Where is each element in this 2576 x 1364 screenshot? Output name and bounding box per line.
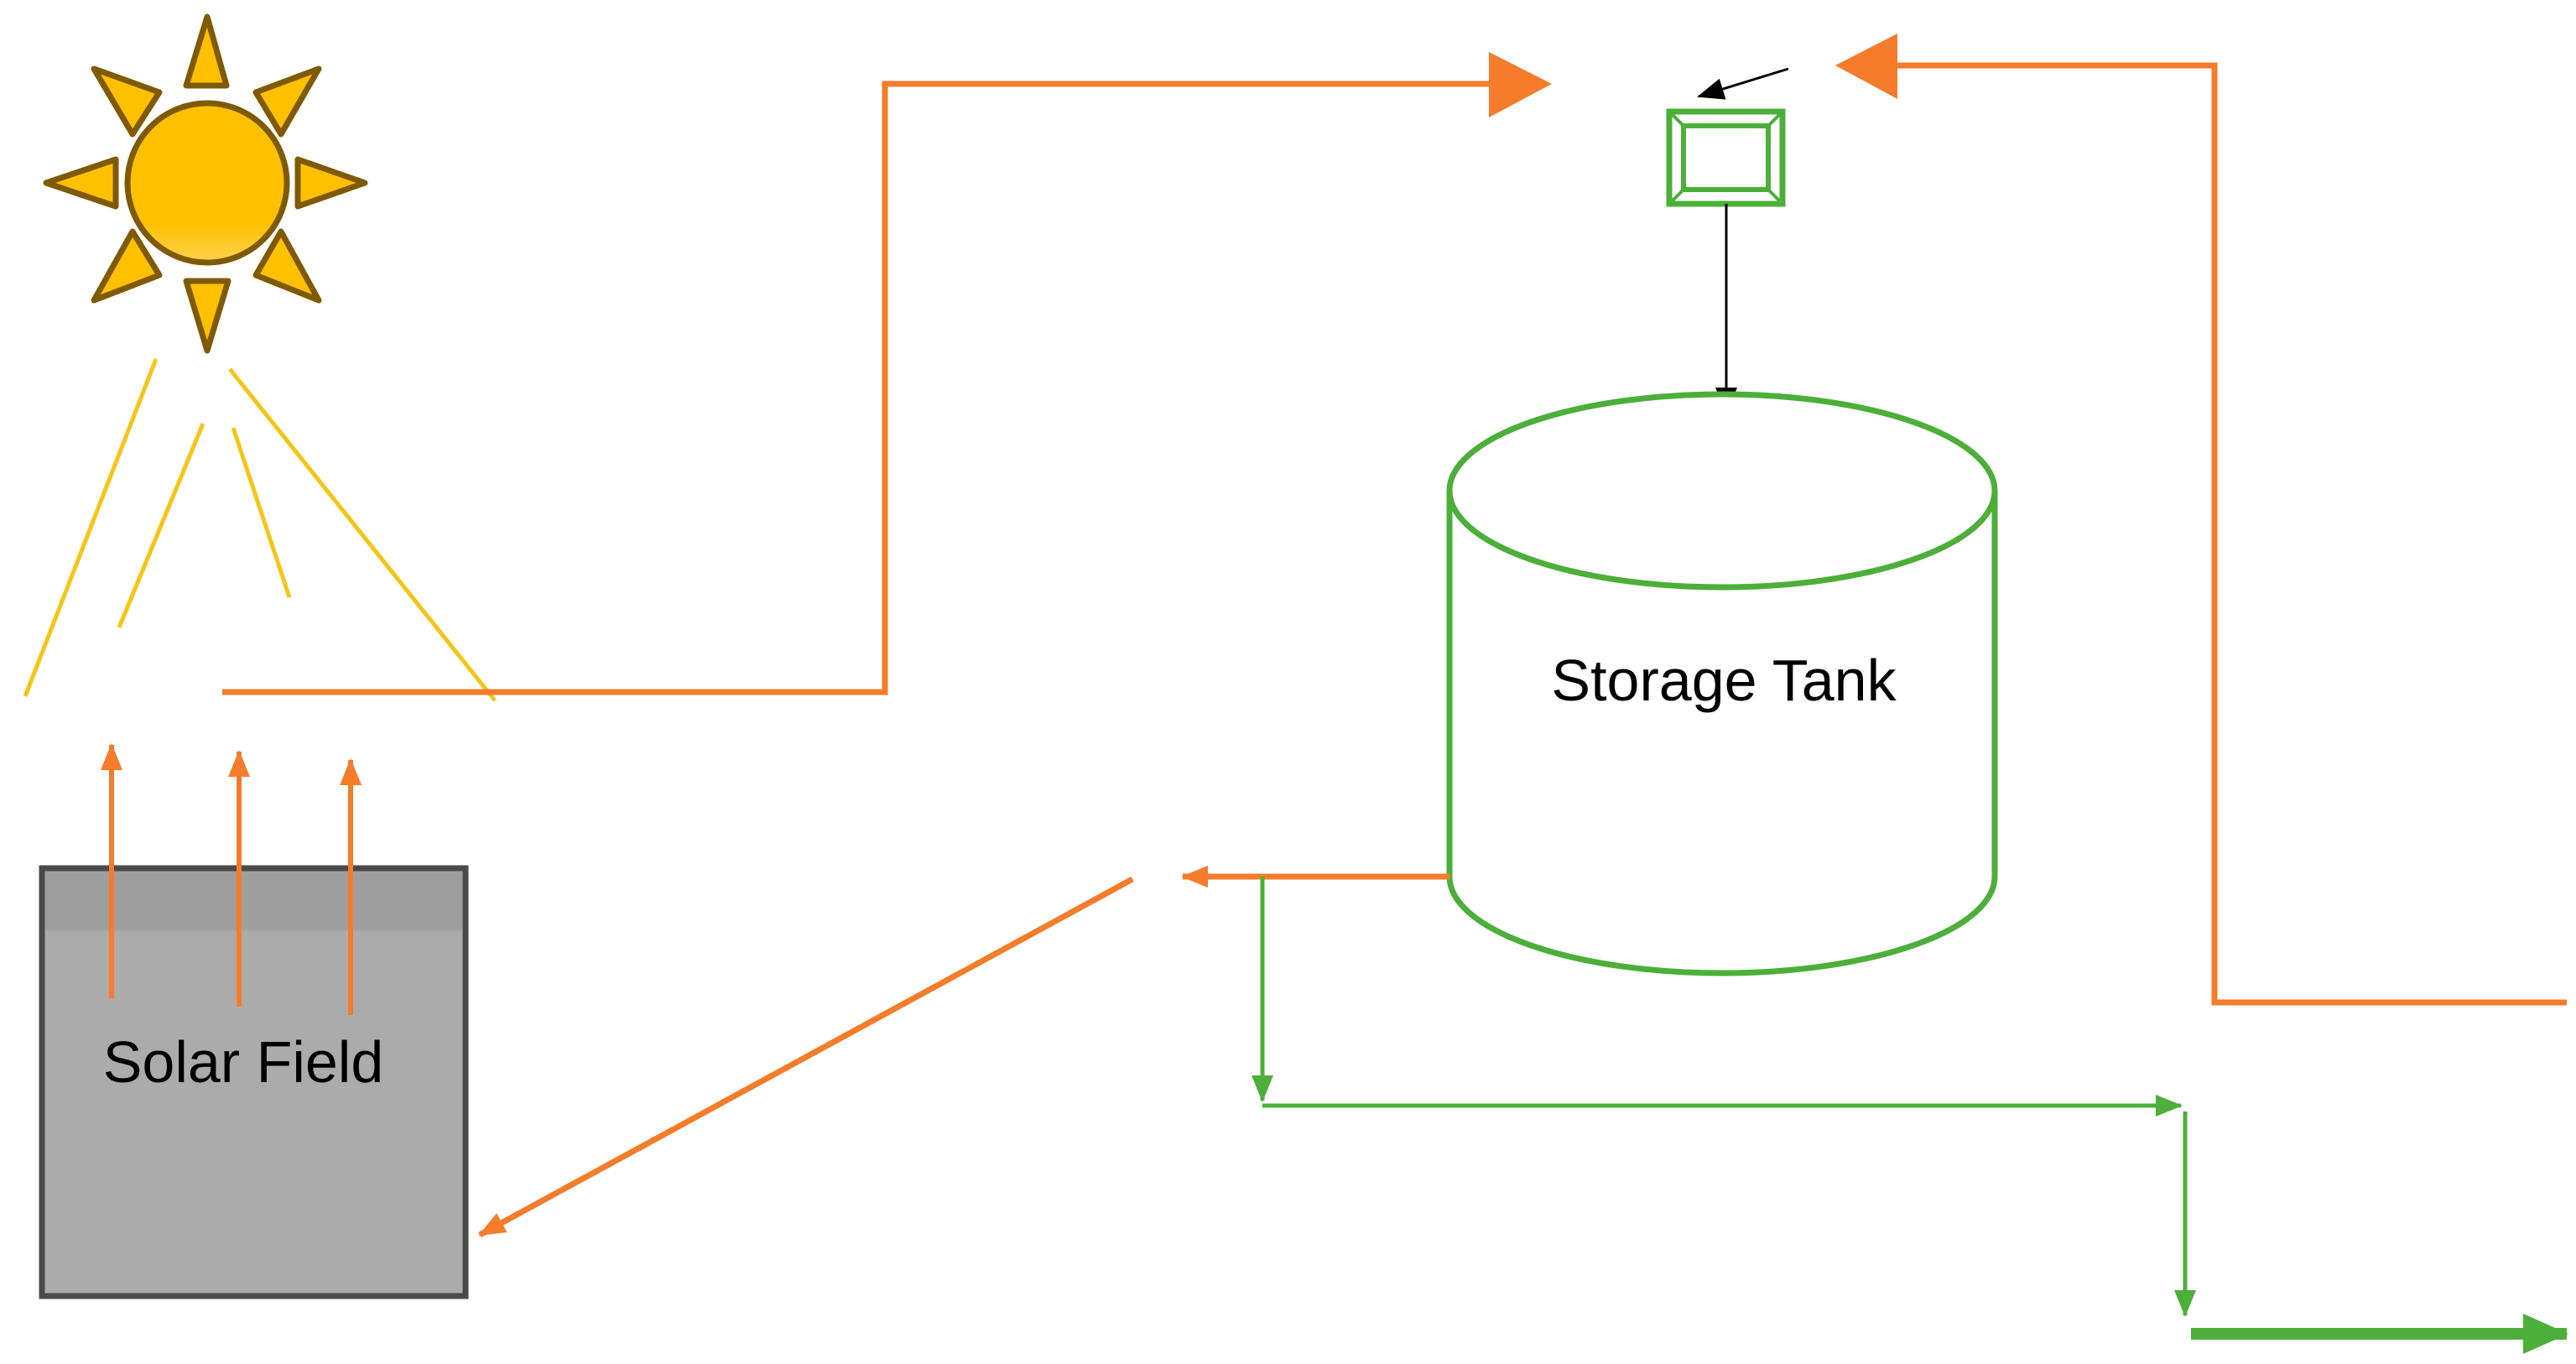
sun-ray-n — [183, 13, 230, 89]
valve-bevel — [1670, 188, 1685, 203]
sun-ray-sw — [91, 228, 163, 304]
hot-flow-line — [222, 81, 1510, 695]
valve-icon — [1666, 108, 1786, 207]
sun-ray-nw — [91, 65, 163, 138]
control-signal-arrow — [1697, 67, 1789, 100]
sun-icon — [43, 13, 368, 354]
sun-ray-e — [294, 156, 368, 210]
return-flow-line — [1879, 62, 2567, 1006]
solar-field: Solar Field — [39, 743, 469, 1299]
valve-bevel — [1767, 188, 1782, 203]
storage-tank-body — [1446, 491, 1998, 976]
solar-field-label: Solar Field — [103, 1029, 384, 1095]
return-flow-arrowhead — [1835, 34, 1897, 99]
radiation-line — [228, 367, 497, 702]
return-to-field-line — [478, 876, 1134, 1238]
radiation-line — [231, 427, 292, 598]
valve-inner — [1681, 123, 1771, 192]
sun-ray-ne — [252, 65, 322, 138]
sun-ray-s — [183, 278, 232, 354]
sun-disc — [124, 100, 290, 266]
storage-tank-label: Storage Tank — [1551, 648, 1897, 713]
radiation-line — [117, 423, 206, 628]
storage-tank-top — [1446, 391, 1998, 591]
sun-ray-w — [43, 156, 119, 210]
valve-bevel — [1670, 112, 1685, 128]
storage-tank: Storage Tank — [1446, 391, 1998, 976]
valve-bevel — [1767, 112, 1782, 128]
radiation-line — [23, 358, 159, 697]
solar-radiation-lines — [23, 358, 497, 702]
sun-ray-se — [252, 228, 322, 304]
hot-flow-arrowhead — [1489, 52, 1552, 117]
